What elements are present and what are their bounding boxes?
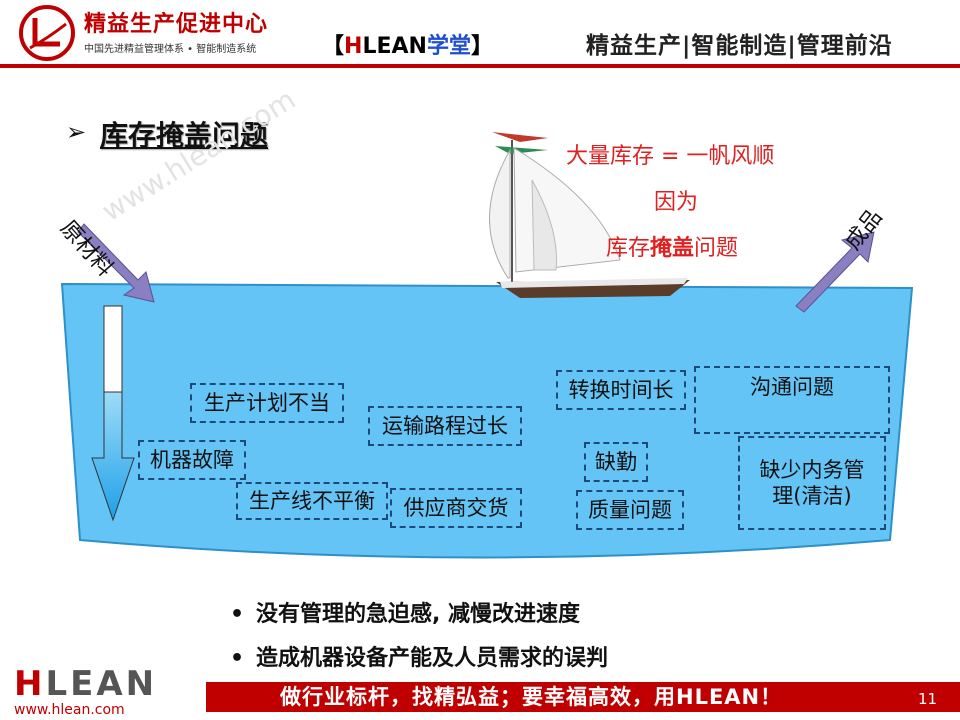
footer-slogan: 做行业标杆，找精弘益；要幸福高效，用HLEAN！ [280,685,783,709]
footer-url: www.hlean.com [14,702,125,718]
problem-communication: 沟通问题 [694,366,890,434]
header-tagline: 精益生产|智能制造|管理前沿 [586,33,893,59]
footer-logo: HLEAN [14,664,158,704]
page-number: 11 [918,690,938,708]
note-line2: 因为 [654,190,699,215]
sailboat-icon [489,132,690,298]
product-arrow [795,231,875,313]
level-tube-empty [103,305,123,393]
problem-supplier: 供应商交货 [390,488,522,528]
header-divider [0,64,960,68]
water-body [60,282,914,559]
problem-line-imbalance: 生产线不平衡 [236,482,388,520]
logo-subtitle: 中国先进精益管理体系 • 智能制造系统 [84,44,257,55]
note-line1: 大量库存 = 一帆风顺 [566,144,775,169]
problem-changeover: 转换时间长 [556,370,686,410]
bullet-1: •没有管理的急迫感, 减慢改进速度 [230,602,581,627]
level-tube-arrow [91,391,135,522]
raw-material-arrow [77,223,155,303]
problem-absence: 缺勤 [584,442,648,482]
bullet-2: •造成机器设备产能及人员需求的误判 [230,646,609,671]
slide-title: 库存掩盖问题 [100,119,269,152]
logo-title: 精益生产促进中心 [84,12,269,37]
problem-quality: 质量问题 [576,490,684,530]
problem-transport: 运输路程过长 [368,406,522,446]
problem-production-plan: 生产计划不当 [190,383,344,423]
logo-icon [19,5,75,61]
footer-bar [206,682,960,712]
brand-label: 【HLEAN学堂】 [322,34,493,59]
problem-housekeeping: 缺少内务管理(清洁) [738,436,886,530]
note-line3: 库存掩盖问题 [606,236,739,261]
title-bullet-icon: ➢ [66,118,87,146]
problem-machine-failure: 机器故障 [138,440,246,480]
